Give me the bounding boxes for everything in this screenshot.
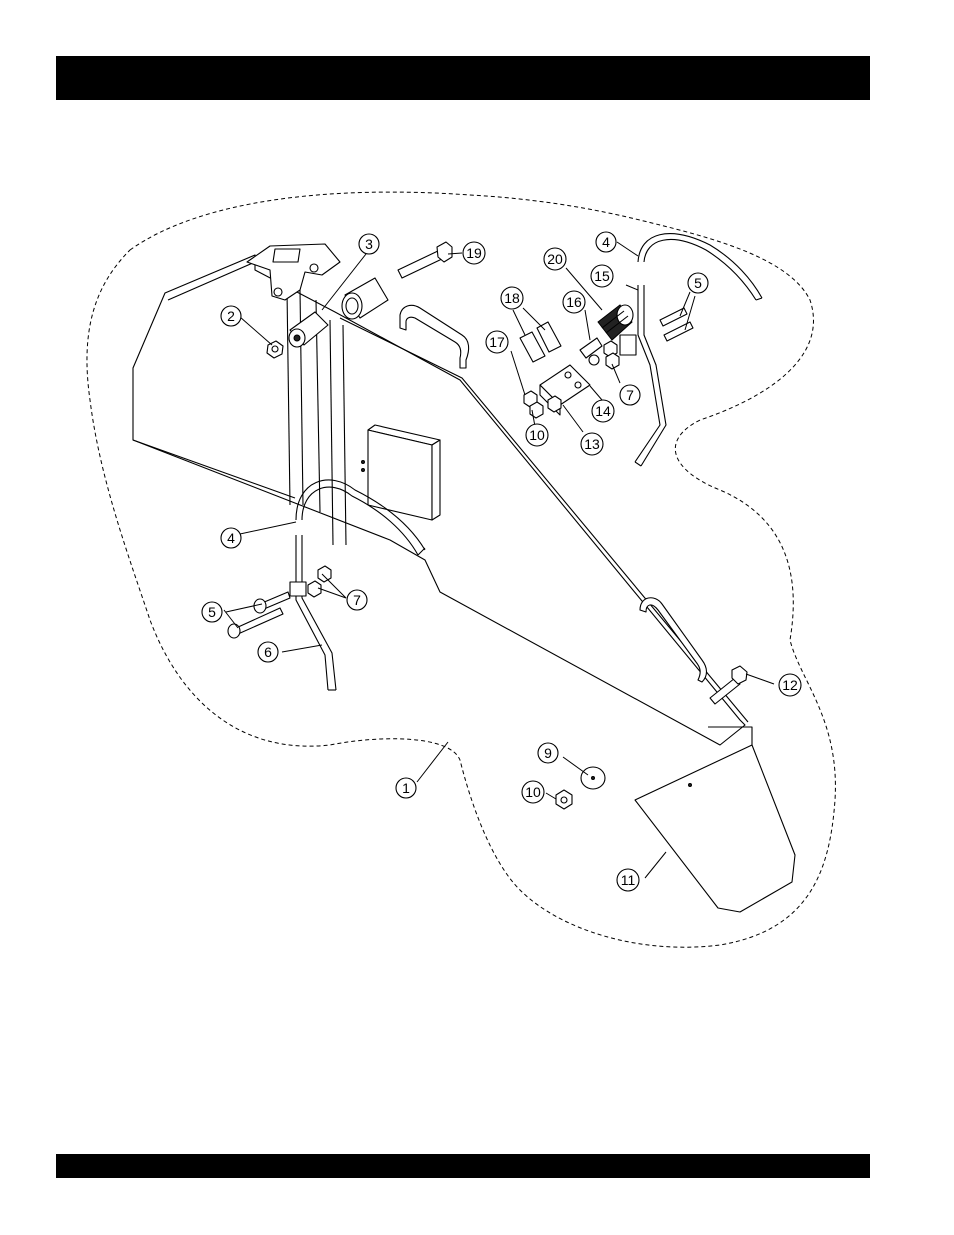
callout-3: 3	[359, 234, 379, 254]
svg-text:6: 6	[264, 644, 272, 660]
valve-block	[524, 365, 590, 418]
svg-text:5: 5	[694, 275, 702, 291]
svg-text:7: 7	[353, 592, 361, 608]
callout-1: 1	[396, 778, 416, 798]
svg-text:20: 20	[547, 251, 563, 267]
svg-text:10: 10	[529, 427, 545, 443]
callout-9: 9	[538, 743, 558, 763]
callout-13: 13	[581, 433, 603, 455]
svg-text:10: 10	[525, 784, 541, 800]
inspection-window	[362, 425, 441, 520]
callout-10a: 10	[522, 781, 544, 803]
svg-text:11: 11	[621, 872, 636, 888]
svg-text:19: 19	[466, 245, 482, 261]
callout-2: 2	[221, 306, 241, 326]
washer-part	[581, 767, 605, 789]
callout-7a: 7	[347, 590, 367, 610]
callout-16: 16	[563, 291, 585, 313]
svg-text:1: 1	[402, 780, 410, 796]
svg-text:2: 2	[227, 308, 235, 324]
svg-text:4: 4	[602, 234, 610, 250]
left-bolts	[228, 566, 331, 638]
callout-19: 19	[463, 242, 485, 264]
callout-4a: 4	[221, 528, 241, 548]
flap-part	[635, 727, 795, 912]
svg-text:9: 9	[544, 745, 552, 761]
bolt-part	[398, 242, 452, 278]
fittings	[520, 322, 602, 365]
left-pipe	[290, 535, 336, 690]
callout-15: 15	[591, 265, 613, 287]
svg-text:18: 18	[504, 290, 520, 306]
callout-20: 20	[544, 248, 566, 270]
svg-text:12: 12	[782, 677, 798, 693]
svg-text:15: 15	[594, 268, 610, 284]
svg-text:16: 16	[566, 294, 582, 310]
callout-12: 12	[779, 674, 801, 696]
svg-text:7: 7	[626, 387, 634, 403]
svg-text:17: 17	[489, 334, 505, 350]
svg-text:3: 3	[365, 236, 373, 252]
svg-text:13: 13	[584, 436, 600, 452]
callout-5a: 5	[202, 602, 222, 622]
svg-text:4: 4	[227, 530, 235, 546]
callout-11: 11	[617, 869, 639, 891]
callout-4b: 4	[596, 232, 616, 252]
callout-14: 14	[592, 400, 614, 422]
nut-part-lower	[556, 790, 572, 809]
svg-text:14: 14	[595, 403, 611, 419]
callout-6: 6	[258, 642, 278, 662]
callout-5b: 5	[688, 273, 708, 293]
bushing-tube	[342, 278, 388, 319]
callout-10b: 10	[526, 424, 548, 446]
svg-text:5: 5	[208, 604, 216, 620]
callout-18: 18	[501, 287, 523, 309]
callout-7b: 7	[620, 385, 640, 405]
callout-17: 17	[486, 331, 508, 353]
